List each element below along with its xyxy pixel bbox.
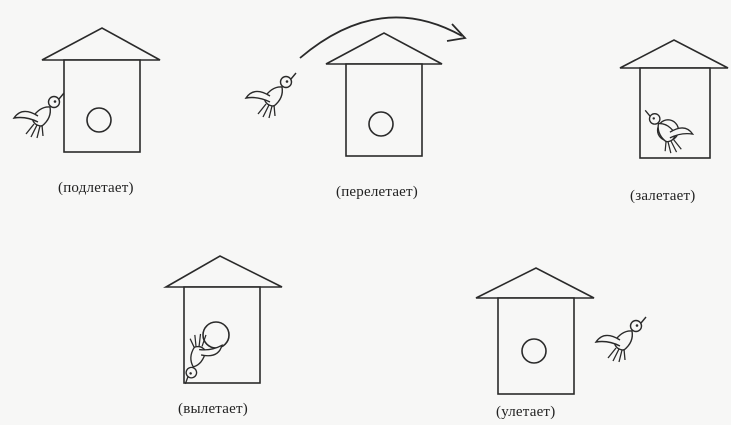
caption-fly-away: (улетает) [496, 404, 555, 421]
birdhouse-fly-out [166, 256, 282, 383]
caption-fly-in: (залетает) [630, 188, 695, 205]
bird-flying-over-icon [246, 73, 296, 118]
birdhouse-approach [42, 28, 160, 152]
caption-fly-over: (перелетает) [336, 184, 418, 201]
bird-flying-away-icon [596, 317, 646, 362]
birdhouse-fly-away [476, 268, 594, 394]
caption-fly-out: (вылетает) [178, 401, 248, 418]
bird-approaching-icon [14, 93, 64, 138]
caption-approach: (подлетает) [58, 180, 134, 197]
birdhouse-fly-over [326, 33, 442, 156]
